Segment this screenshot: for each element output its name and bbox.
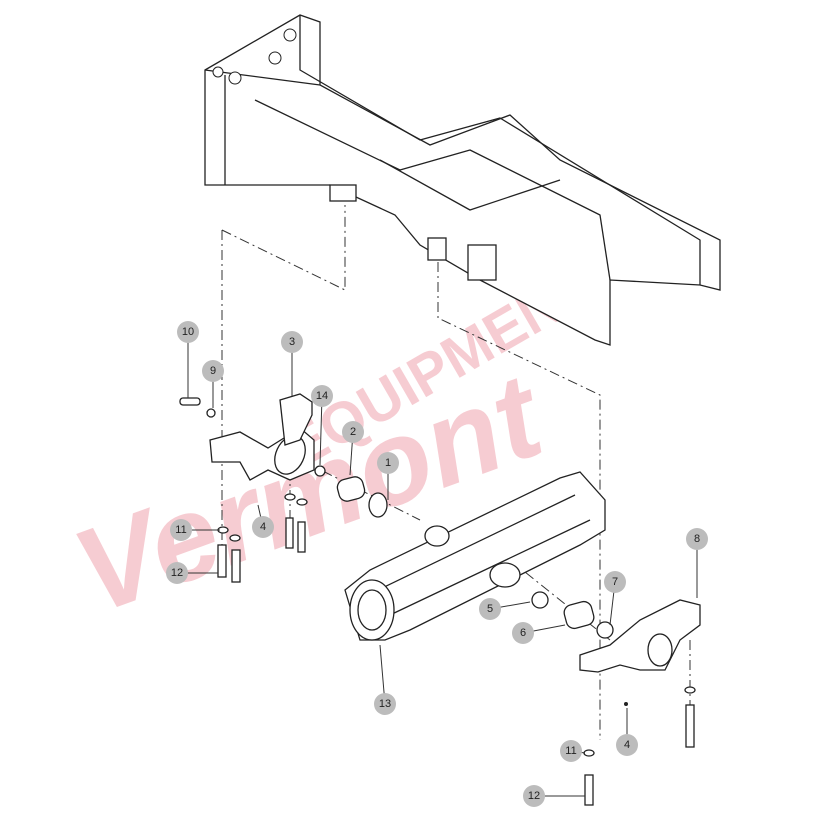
callout-label: 12	[528, 790, 540, 802]
callout-10: 10	[177, 321, 199, 398]
callout-circle	[512, 622, 534, 644]
callout-4: 4	[252, 504, 274, 538]
callout-12: 12	[166, 562, 218, 584]
frame	[204, 14, 721, 346]
callout-circle	[686, 528, 708, 550]
callout-12: 12	[523, 785, 585, 807]
callout-3: 3	[281, 331, 303, 396]
callout-circle	[170, 519, 192, 541]
callout-label: 12	[171, 567, 183, 579]
callout-1: 1	[377, 452, 399, 500]
callout-9: 9	[202, 360, 224, 408]
callout-label: 2	[350, 426, 356, 438]
callout-label: 8	[694, 533, 700, 545]
callout-label: 1	[385, 457, 391, 469]
callout-5: 5	[479, 598, 531, 620]
callout-7: 7	[604, 571, 626, 626]
callout-6: 6	[512, 622, 566, 644]
callout-label: 4	[260, 521, 266, 533]
callout-8: 8	[686, 528, 708, 598]
callout-label: 10	[182, 326, 194, 338]
callout-13: 13	[374, 644, 396, 715]
callout-circle	[479, 598, 501, 620]
callout-label: 5	[487, 603, 493, 615]
left-axle-bracket	[179, 393, 388, 583]
callout-label: 11	[175, 524, 186, 536]
callout-label: 3	[289, 336, 295, 348]
callout-label: 11	[565, 745, 576, 757]
callout-circle	[281, 331, 303, 353]
callout-circle	[177, 321, 199, 343]
callout-label: 13	[379, 698, 391, 710]
callout-label: 14	[316, 390, 328, 402]
watermark-script: Vermont	[58, 347, 562, 640]
callout-4: 4	[616, 708, 638, 756]
callout-label: 6	[520, 627, 526, 639]
callout-circle	[166, 562, 188, 584]
callout-circle	[311, 385, 333, 407]
right-axle-bracket	[531, 591, 701, 806]
axle-housing	[344, 471, 606, 641]
callout-circle	[523, 785, 545, 807]
callout-14: 14	[311, 385, 333, 466]
callout-label: 7	[612, 576, 618, 588]
watermark: Vermont EQUIPMENT	[58, 253, 605, 640]
callout-circle	[604, 571, 626, 593]
callout-circle	[202, 360, 224, 382]
callout-circle	[374, 693, 396, 715]
callout-circle	[560, 740, 582, 762]
callout-circle	[377, 452, 399, 474]
leader-line	[319, 395, 323, 466]
callout-label: 4	[624, 739, 630, 751]
callout-label: 9	[210, 365, 216, 377]
callout-circle	[252, 516, 274, 538]
callout-11: 11	[560, 740, 586, 762]
callout-circle	[342, 421, 364, 443]
callout-2: 2	[342, 421, 364, 476]
callout-11: 11	[170, 519, 220, 541]
callout-circle	[616, 734, 638, 756]
